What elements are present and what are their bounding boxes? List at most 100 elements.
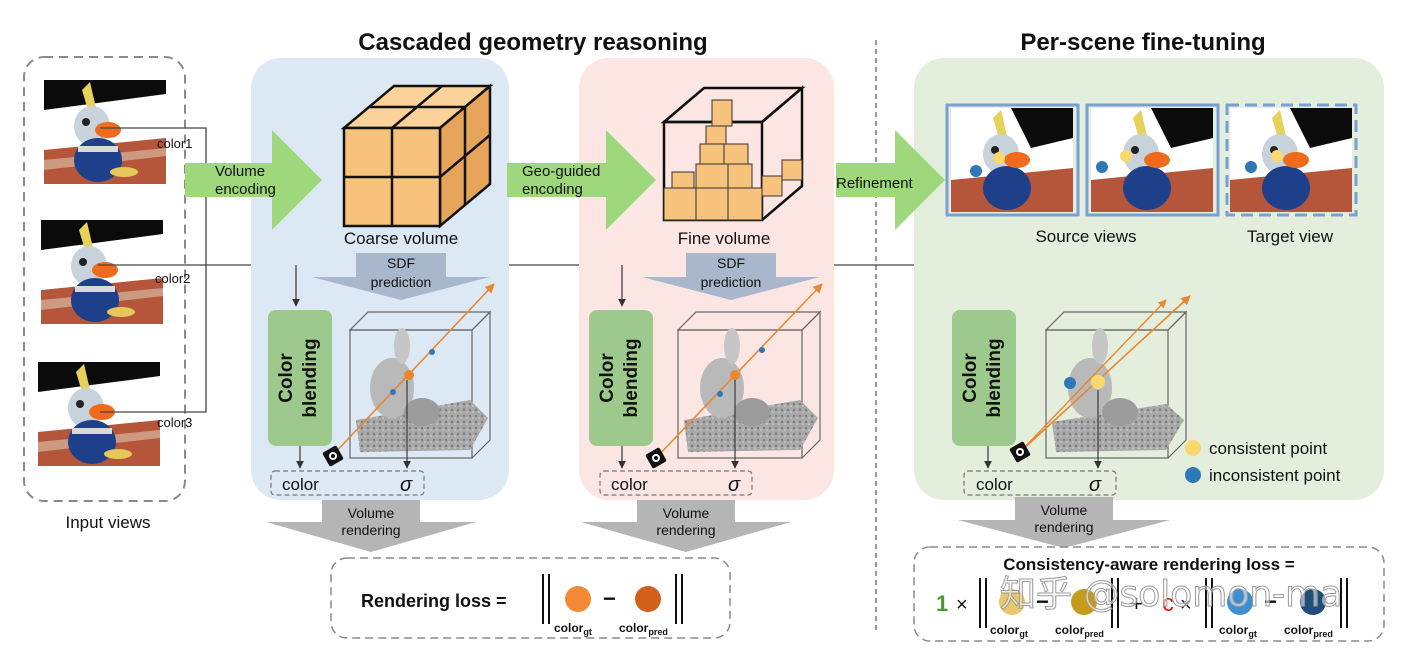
coarse-volume-caption: Coarse volume (344, 229, 458, 248)
coarse-sample-point (404, 370, 414, 380)
volume-encoding-line1: Volume (215, 163, 265, 180)
finetune-inconsistent-point (1064, 377, 1076, 389)
fine-vr-line1: Volume (663, 505, 710, 521)
source-view-2 (1091, 108, 1213, 212)
fine-blending-line2: blending (621, 338, 642, 417)
rendering-loss-pred-dot (635, 586, 661, 612)
legend-consistent-dot (1185, 440, 1201, 456)
rendering-loss-pred-label: colorpred (619, 621, 668, 637)
coarse-sample-point-b (390, 389, 396, 395)
coarse-color-blending-box (268, 310, 332, 446)
finetune-vr-line2: rendering (1034, 519, 1093, 535)
fine-sample-point-a (759, 347, 765, 353)
geo-guided-line2: encoding (522, 181, 583, 198)
source-view-2-inconsistent-dot (1096, 161, 1108, 173)
coarse-output-box (270, 470, 425, 496)
legend-inconsistent-dot (1185, 467, 1201, 483)
target-view-caption: Target view (1247, 227, 1334, 246)
target-view-inconsistent-dot (1245, 161, 1257, 173)
volume-encoding-line2: encoding (215, 181, 276, 198)
coarse-sdf-arrow (312, 253, 490, 300)
consistency-plus: + (1130, 591, 1143, 616)
coarse-blending-line1: Color (276, 353, 297, 403)
consistency-pred-gold-dot (1071, 589, 1097, 615)
finetune-ray-1 (1019, 295, 1191, 453)
input-view-2 (41, 220, 163, 324)
coarse-blending-line2: blending (300, 338, 321, 417)
source-view-1-consistent-dot (993, 152, 1005, 164)
source-view-2-consistent-dot (1120, 150, 1132, 162)
fine-color-blending-box (589, 310, 653, 446)
consistency-coef-c: c (1162, 590, 1174, 617)
refinement-arrow (836, 130, 945, 230)
coarse-vr-line1: Volume (348, 505, 395, 521)
consistency-gold-pred-label: colorpred (1055, 623, 1104, 639)
coarse-sdf-line2: prediction (371, 274, 432, 290)
fine-sample-point (730, 370, 740, 380)
consistency-gold-gt-label: colorgt (990, 623, 1028, 639)
fine-color-output: color (611, 475, 648, 494)
fine-volume-caption: Fine volume (678, 229, 771, 248)
target-view-consistent-dot (1271, 150, 1283, 162)
input-view-3 (38, 362, 160, 466)
geo-guided-line1: Geo-guided (522, 163, 600, 180)
fine-volume-rendering-arrow (581, 500, 791, 552)
consistency-minus-1: − (1036, 589, 1049, 614)
volume-encoding-arrow (185, 130, 322, 230)
finetune-color-output: color (976, 475, 1013, 494)
input-views-caption: Input views (65, 513, 150, 532)
consistency-times-1: × (956, 594, 968, 616)
right-section-title: Per-scene fine-tuning (1020, 29, 1265, 56)
finetune-output-box (963, 470, 1117, 496)
fine-volume-cube (660, 85, 806, 222)
rendering-loss-minus: − (603, 586, 616, 611)
fine-sigma-output: σ (728, 474, 741, 496)
source-view-1-frame (945, 103, 1080, 217)
target-view-frame (1225, 103, 1358, 217)
consistency-pred-blue-dot (1300, 589, 1326, 615)
geo-guided-encoding-arrow (507, 130, 656, 230)
finetune-consistent-point (1091, 375, 1105, 389)
coarse-volume-cube (340, 83, 494, 229)
consistency-blue-gt-label: colorgt (1219, 623, 1257, 639)
finetune-vr-line1: Volume (1041, 502, 1088, 518)
fine-sdf-arrow (642, 253, 820, 300)
source-views-caption: Source views (1035, 227, 1136, 246)
coarse-color-output: color (282, 475, 319, 494)
input-views-frame (23, 56, 186, 502)
coarse-render-box (348, 310, 492, 459)
color2-label: color2 (155, 271, 190, 286)
legend-inconsistent-label: inconsistent point (1209, 466, 1341, 485)
finetune-volume-rendering-arrow (958, 497, 1170, 548)
consistency-loss-title: Consistency-aware rendering loss = (1003, 555, 1295, 574)
consistency-gt-blue-dot (1227, 589, 1253, 615)
rendering-loss-gt-dot (565, 586, 591, 612)
legend-consistent-label: consistent point (1209, 439, 1327, 458)
rendering-loss-gt-label: colorgt (554, 621, 592, 637)
consistency-minus-2: − (1264, 589, 1277, 614)
refinement-label: Refinement (836, 175, 914, 192)
finetune-ray-2 (1019, 299, 1167, 453)
fine-sample-point-b (717, 391, 723, 397)
coarse-volume-rendering-arrow (266, 500, 476, 552)
rendering-loss-label: Rendering loss = (361, 591, 507, 611)
fine-ray (655, 283, 823, 459)
coarse-sigma-output: σ (400, 474, 413, 496)
source-view-1 (951, 108, 1073, 212)
consistency-coef-one: 1 (936, 591, 948, 616)
coarse-sample-point-a (429, 349, 435, 355)
finetune-blending-line1: Color (960, 353, 981, 403)
fine-blending-line1: Color (597, 353, 618, 403)
fine-output-box (599, 470, 753, 496)
color3-label: color3 (157, 415, 192, 430)
source-view-2-frame (1085, 103, 1220, 217)
view-connector (100, 127, 207, 413)
rendering-loss-box (330, 557, 731, 639)
finetune-blending-line2: blending (984, 338, 1005, 417)
fine-sdf-line2: prediction (701, 274, 762, 290)
watermark: 知乎 @solomon-ma (1000, 574, 1342, 615)
consistency-loss-box (913, 546, 1385, 642)
fine-vr-line2: rendering (656, 522, 715, 538)
coarse-ray (331, 283, 495, 457)
